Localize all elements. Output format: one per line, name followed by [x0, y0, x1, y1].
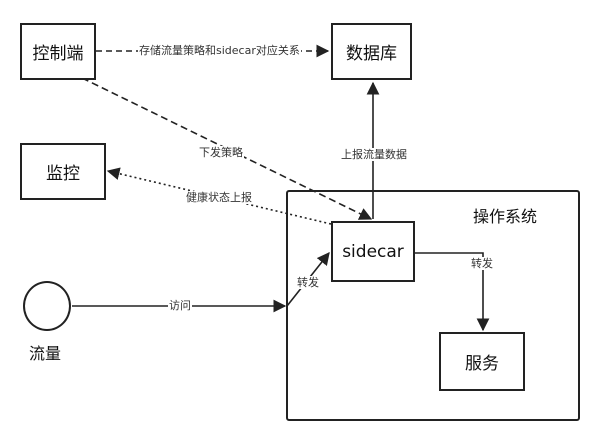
monitor-node: 监控 [20, 143, 106, 200]
database-node: 数据库 [331, 23, 412, 80]
sidecar-to-monitor-edge [106, 167, 332, 225]
os-title: 操作系统 [473, 207, 538, 226]
control-node-label: 控制端 [32, 44, 84, 64]
sidecar-to-db-label: 上报流量数据 [340, 148, 408, 161]
service-node-label: 服务 [465, 354, 499, 374]
monitor-node-label: 监控 [46, 164, 80, 184]
traffic-node [23, 281, 71, 331]
sidecar-to-service-label: 转发 [470, 257, 494, 270]
control-to-sidecar-label: 下发策略 [198, 146, 244, 159]
control-node: 控制端 [20, 23, 96, 80]
control-to-db-label: 存储流量策略和sidecar对应关系 [138, 44, 301, 57]
sidecar-node-label: sidecar [342, 241, 404, 262]
sidecar-to-service-edge [414, 252, 490, 332]
sidecar-node: sidecar [331, 221, 415, 282]
traffic-node-label: 流量 [29, 344, 62, 363]
database-node-label: 数据库 [346, 44, 397, 64]
traffic-forward-label: 转发 [296, 276, 320, 289]
traffic-access-label: 访问 [168, 299, 192, 312]
sidecar-to-monitor-label: 健康状态上报 [185, 191, 253, 204]
service-node: 服务 [439, 332, 525, 391]
